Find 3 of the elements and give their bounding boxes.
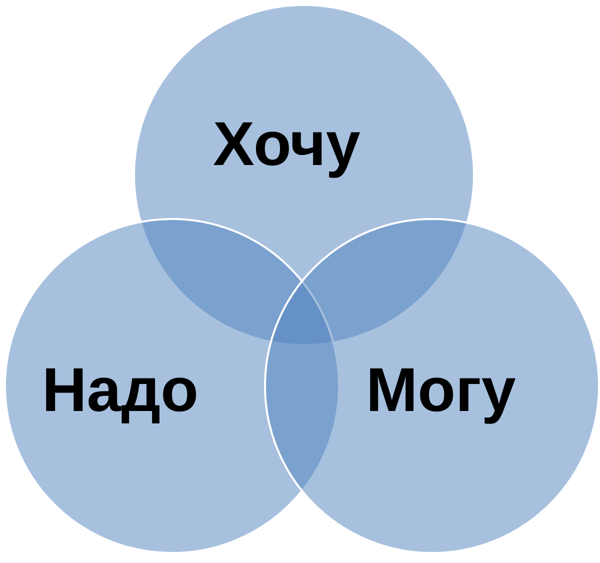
- circle-label: Могу: [366, 360, 516, 422]
- circle-label: Хочу: [213, 114, 360, 176]
- circle-label: Надо: [42, 360, 198, 422]
